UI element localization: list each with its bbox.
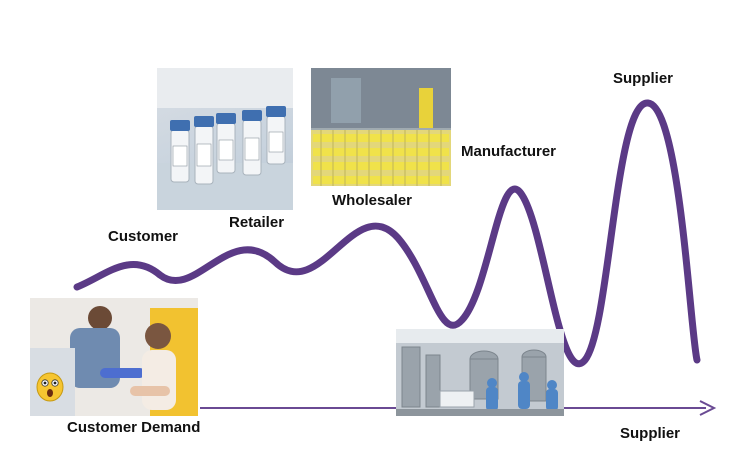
vaccination-photo [30, 298, 198, 416]
label-customer-demand: Customer Demand [67, 419, 201, 436]
sample-tubes-icon [311, 68, 451, 186]
label-wholesaler: Wholesaler [332, 192, 413, 209]
label-supplier-peak: Supplier [613, 70, 674, 87]
lab-manufacturing-icon [396, 329, 564, 416]
label-manufacturer: Manufacturer [461, 143, 557, 160]
tubes-photo [311, 68, 451, 186]
bullwhip-wave [73, 99, 701, 367]
label-customer: Customer [108, 228, 179, 245]
label-supplier-axis: Supplier [620, 425, 681, 442]
shocked-face-icon [36, 372, 64, 402]
vial-bottles-icon [157, 68, 293, 210]
label-retailer: Retailer [229, 214, 285, 231]
factory-photo [396, 329, 564, 416]
axis-arrow-head [699, 400, 717, 416]
vials-photo [157, 68, 293, 210]
